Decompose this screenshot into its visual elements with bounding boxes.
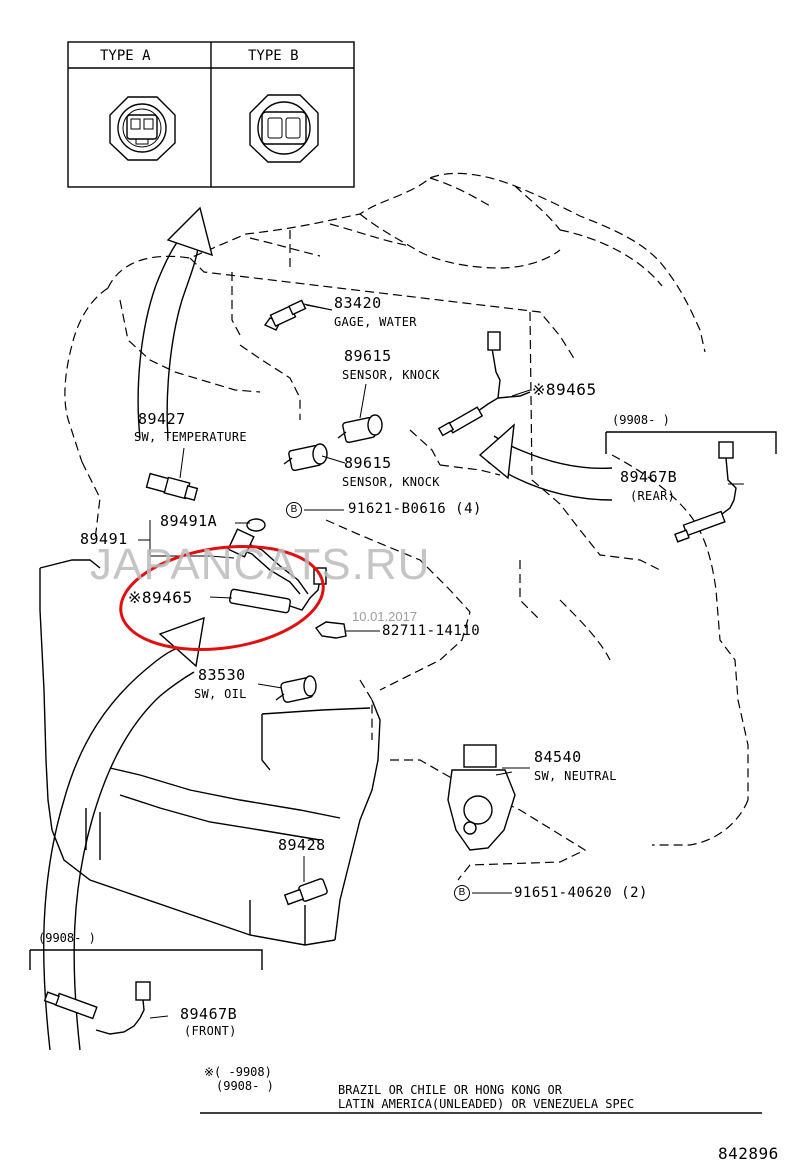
footnote-line-2: BRAZIL OR CHILE OR HONG KONG OR: [338, 1083, 562, 1097]
type-a-label: TYPE A: [100, 48, 151, 64]
neutral-switch-outline: [390, 759, 587, 881]
bolt-marker-b-2: B: [454, 885, 470, 901]
part-89427-number[interactable]: 89427: [138, 410, 186, 428]
part-89465-mid-number[interactable]: ※89465: [128, 588, 193, 607]
rear-box-date-range: (9908- ): [612, 413, 670, 427]
rear-sensor-box: [605, 431, 777, 543]
part-83530-desc: SW, OIL: [194, 687, 247, 701]
oil-switch-drawing: [275, 675, 317, 703]
bracket-82711-drawing: [314, 621, 347, 639]
type-box: [67, 41, 355, 188]
part-83530-number[interactable]: 83530: [198, 666, 246, 684]
water-gage-drawing: [263, 299, 333, 331]
type-b-connector-drawing: [249, 94, 319, 163]
arrow-to-89465-mid: [43, 616, 205, 1051]
part-89491-number[interactable]: 89491: [80, 530, 128, 548]
engine-outline: [64, 172, 749, 846]
front-box-date-range: (9908- ): [38, 931, 96, 945]
part-84540-desc: SW, NEUTRAL: [534, 769, 617, 783]
part-89615-b-number[interactable]: 89615: [344, 454, 392, 472]
diagram-id: 842896: [718, 1144, 779, 1163]
part-91621-number[interactable]: 91621-B0616 (4): [348, 501, 482, 517]
type-b-label: TYPE B: [248, 48, 299, 64]
part-89467b-front-number[interactable]: 89467B: [180, 1005, 238, 1023]
oxygen-sensor-top-drawing: [437, 331, 531, 437]
temp-switch-drawing: [145, 472, 199, 501]
part-83420-desc: GAGE, WATER: [334, 315, 417, 329]
front-sensor-box: [29, 949, 263, 1035]
bolt-marker-b-1: B: [286, 502, 302, 518]
sensor-89428-drawing: [283, 878, 328, 906]
part-84540-number[interactable]: 84540: [534, 748, 582, 766]
part-89465-top-number[interactable]: ※89465: [532, 380, 597, 399]
arrow-to-89465-top: [478, 423, 613, 501]
watermark-text: JAPANCATS.RU: [90, 540, 431, 589]
part-89467b-rear-number[interactable]: 89467B: [620, 468, 678, 486]
highlight-ellipse: [119, 544, 325, 652]
part-83420-number[interactable]: 83420: [334, 294, 382, 312]
footnote-line-3: LATIN AMERICA(UNLEADED) OR VENEZUELA SPE…: [338, 1097, 635, 1111]
part-89428-number[interactable]: 89428: [278, 836, 326, 854]
part-89467b-rear-desc: (REAR): [630, 489, 676, 503]
engine-lower-block: [39, 559, 381, 946]
part-89615-a-number[interactable]: 89615: [344, 347, 392, 365]
part-89467b-front-desc: (FRONT): [184, 1024, 237, 1038]
date-stamp: 10.01.2017: [352, 609, 418, 624]
type-a-connector-drawing: [109, 96, 176, 161]
arrow-to-type-box: [137, 206, 213, 439]
neutral-switch-drawing: [447, 744, 516, 851]
part-89615-b-desc: SENSOR, KNOCK: [342, 475, 440, 489]
knock-sensor-1-drawing: [337, 414, 383, 444]
part-91651-number[interactable]: 91651-40620 (2): [514, 885, 648, 901]
part-89491a-number[interactable]: 89491A: [160, 512, 218, 530]
footnote-date-range: (9908- ): [216, 1079, 274, 1093]
part-89427-desc: SW, TEMPERATURE: [134, 430, 247, 444]
part-82711-number[interactable]: 82711-14110: [382, 623, 481, 639]
footnote-line-1: ※( -9908): [204, 1065, 272, 1079]
knock-sensor-2-drawing: [283, 443, 328, 472]
part-89615-a-desc: SENSOR, KNOCK: [342, 368, 440, 382]
